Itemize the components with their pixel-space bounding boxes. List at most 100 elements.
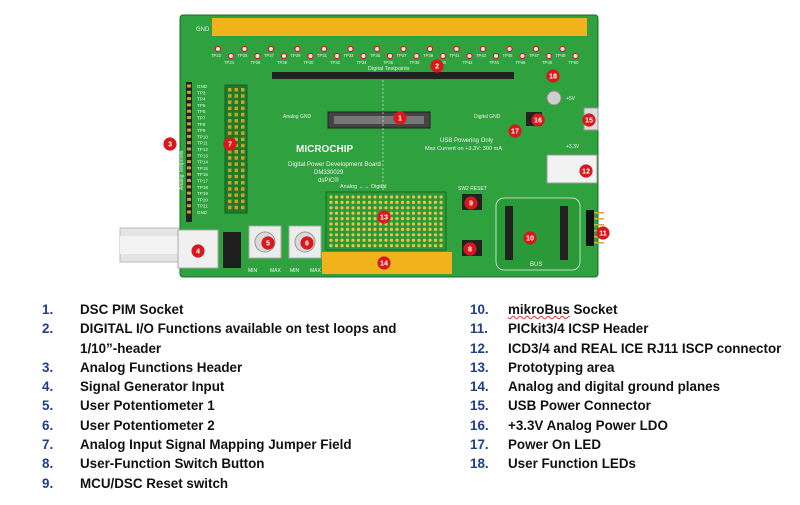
analog-testpoint-label: GND (197, 210, 208, 215)
callout-marker (508, 124, 522, 138)
callout-marker (377, 210, 391, 224)
legend-item-number: 14. (470, 379, 489, 395)
legend-item-number: 2. (42, 321, 54, 337)
callout-number: 16 (534, 116, 542, 125)
legend-item-number: 16. (470, 417, 489, 433)
legend-item-number: 12. (470, 340, 489, 356)
legend-item-number: 5. (42, 398, 54, 414)
testpoint-loop (532, 45, 540, 53)
testpoint-label: TP25 (238, 53, 249, 58)
testpoint-label: TP41 (450, 53, 461, 58)
legend-item-text: PICkit3/4 ICSP Header (508, 321, 649, 337)
testpoint-loop (439, 52, 447, 60)
pot1-min: MIN (248, 268, 258, 274)
legend-item-number: 8. (42, 456, 54, 472)
legend-item-text: MCU/DSC Reset switch (80, 475, 229, 491)
testpoint-loop (453, 45, 460, 53)
legend-item-number: 7. (42, 437, 54, 453)
legend-item-number: 11. (470, 321, 488, 337)
analog-testpoint-label: TP9 (197, 128, 206, 133)
testpoint-label: TP47 (529, 53, 540, 58)
legend-item-text: Prototyping area (508, 359, 615, 375)
testpoint-loop (280, 52, 288, 60)
testpoint-loop (333, 52, 341, 60)
callout-number: 2 (435, 62, 439, 71)
legend-item: 11. PICkit3/4 ICSP Header (470, 319, 781, 338)
pot2-min: MIN (290, 268, 300, 274)
testpoint-loop (545, 52, 553, 60)
legend-item-number: 17. (470, 437, 489, 453)
callout-number: 1 (398, 114, 402, 123)
digital-testpoints-label: Digital Testpoints (368, 66, 410, 72)
testpoint-loop (294, 45, 301, 53)
testpoint-row-bottom: TP24TP26TP28TP30TP32TP34TP36TP38TP40TP42… (224, 52, 579, 65)
mikrobus-socket (495, 197, 581, 271)
callout-number: 3 (168, 140, 172, 149)
callout-number: 10 (526, 234, 534, 243)
testpoint-loop (254, 52, 261, 60)
callout-number: 6 (305, 239, 309, 248)
testpoint-label: TP28 (277, 60, 288, 65)
testpoint-label: TP32 (330, 60, 341, 65)
legend-item: 13.Prototyping area (470, 358, 781, 377)
testpoint-label: TP44 (489, 60, 500, 65)
legend-item-text: Signal Generator Input (80, 379, 225, 395)
testpoint-loop (400, 45, 407, 53)
testpoint-loop (413, 52, 420, 60)
legend-item-text: Analog Functions Header (80, 359, 243, 375)
pcb-body (179, 14, 599, 278)
legend-item: 16.+3.3V Analog Power LDO (470, 416, 781, 435)
analog-testpoint-label: TP12 (197, 147, 208, 152)
jumper-field (224, 84, 248, 214)
legend-item: 3. Analog Functions Header (42, 358, 415, 377)
callout-number: 15 (585, 116, 593, 125)
testpoint-label: TP26 (251, 60, 262, 65)
testpoint-loop (347, 45, 354, 53)
callout-marker (523, 231, 537, 245)
testpoint-loop (519, 52, 526, 60)
mikrobus-label: BUS (530, 262, 542, 268)
analog-testpoint-label: TP14 (197, 160, 208, 165)
testpoint-loop (227, 52, 235, 60)
board-title-2: DM330029 (314, 170, 344, 176)
legend-item-number: 1. (42, 302, 54, 317)
legend-item: 15.USB Power Connector (470, 396, 781, 415)
testpoint-label: TP39 (423, 53, 434, 58)
analog-testpoint-label: TP18 (197, 185, 208, 190)
testpoint-label: TP24 (224, 60, 235, 65)
testpoint-label: TP49 (556, 53, 567, 58)
analog-testpoint-label: TP11 (197, 141, 208, 146)
analog-testpoint-column: GNDTP3TP4TP5TP6TP7TP8TP9TP10TP11TP12TP13… (187, 84, 208, 215)
callout-number: 11 (599, 229, 607, 238)
legend-item-text: DIGITAL I/O Functions available on test … (80, 321, 397, 356)
analog-testpoint-label: GND (197, 84, 208, 89)
testpoint-loop (267, 45, 275, 53)
analog-testpoint-label: TP16 (197, 172, 208, 177)
callout-number: 9 (469, 199, 473, 208)
analog-digital-label: Analog ←→ Digital (340, 184, 386, 190)
legend-item: 17.Power On LED (470, 435, 781, 454)
testpoint-loop (386, 52, 394, 60)
sw2-label: SW2 RESET (458, 186, 487, 192)
callout-number: 7 (228, 140, 232, 149)
legend-item-number: 15. (470, 398, 489, 414)
testpoint-label: TP23 (211, 53, 222, 58)
testpoint-loop (214, 45, 222, 53)
legend-item: 18.User Function LEDs (470, 454, 781, 473)
legend-item-number: 18. (470, 456, 489, 472)
testpoint-loop (373, 45, 381, 53)
legend-item-number: 3. (42, 359, 54, 375)
testpoint-label: TP33 (344, 53, 355, 58)
board-title-3: dsPIC® (318, 177, 339, 184)
prototype-holes (329, 195, 443, 248)
legend-item-text: Analog Input Signal Mapping Jumper Field (80, 437, 352, 453)
testpoint-label: TP29 (291, 53, 302, 58)
analog-testpoints-label: Analog Testpoints (179, 150, 185, 190)
top-ground-strip (212, 18, 587, 36)
pot2-max: MAX (310, 268, 322, 274)
